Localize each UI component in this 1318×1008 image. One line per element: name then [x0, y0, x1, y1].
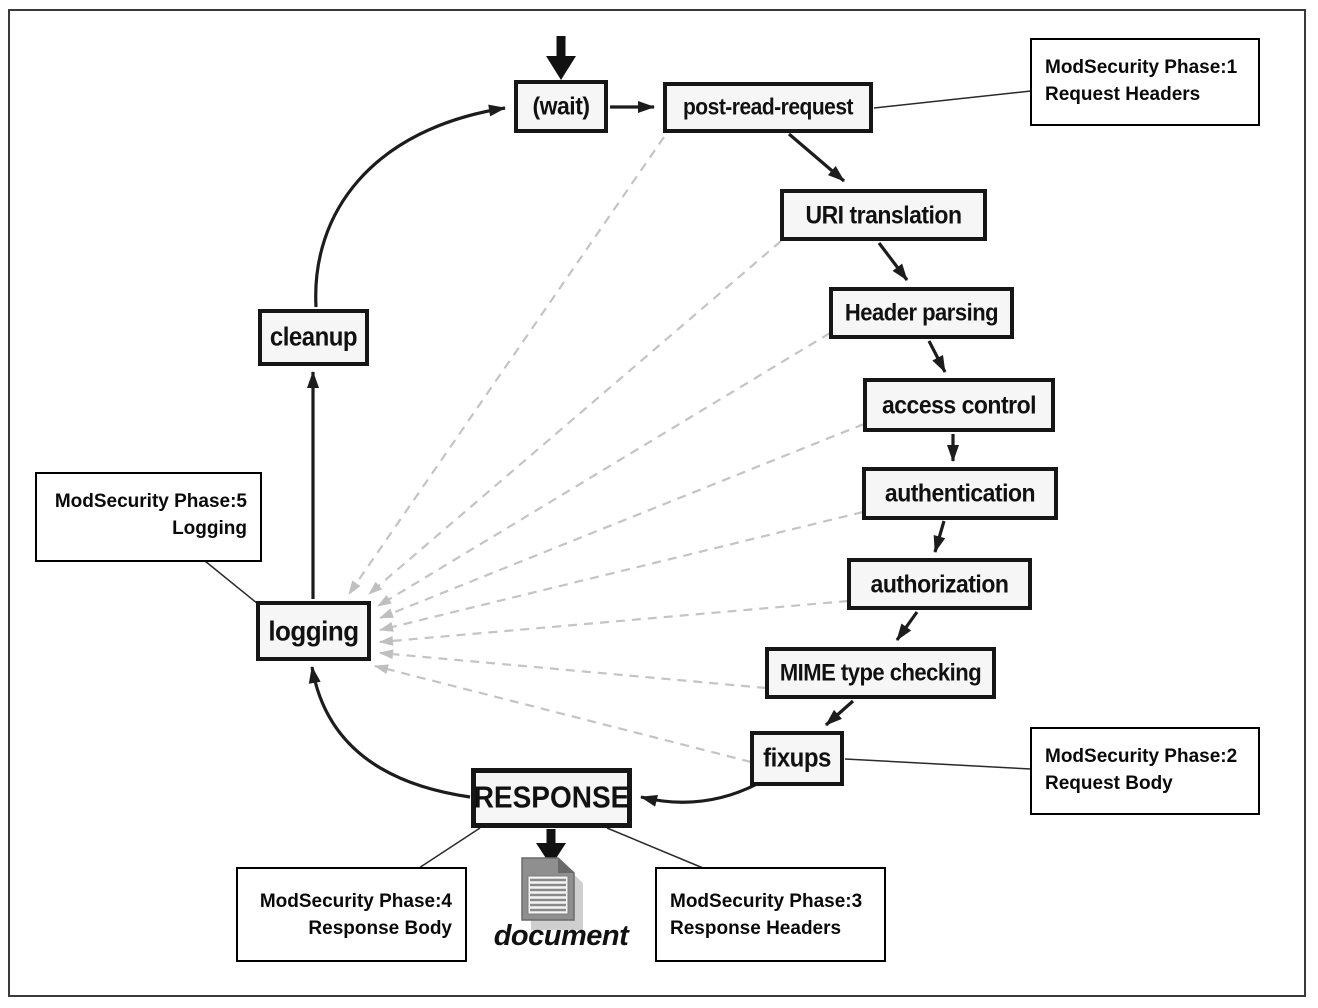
node-wait: (wait): [514, 80, 608, 133]
arrow-post-read-request-to-uri-translation: [787, 132, 846, 183]
note-phase3-line1: ModSecurity Phase:3: [670, 891, 863, 912]
arrow-header-parsing-to-access-control: [927, 340, 947, 373]
arrow-uri-translation-to-header-parsing: [877, 242, 909, 281]
connector-phase3: [606, 827, 704, 869]
node-logging: logging: [256, 601, 371, 661]
node-fixups-label: fixups: [763, 743, 831, 773]
node-access-control-label: access control: [881, 390, 1037, 419]
note-phase2-line2: Request Body: [1045, 772, 1173, 794]
dashed-uri-translation-to-logging: [368, 240, 782, 595]
note-phase3-line2: Response Headers: [670, 917, 842, 939]
diagram-border: [8, 9, 1306, 997]
node-logging-label: logging: [268, 614, 359, 647]
node-authorization: authorization: [847, 558, 1032, 610]
dashed-header-parsing-to-logging: [377, 332, 831, 607]
node-access-control: access control: [863, 378, 1055, 432]
dashed-access-control-to-logging: [379, 422, 865, 620]
dashed-authorization-to-logging: [379, 599, 849, 646]
node-authentication-label: authentication: [884, 478, 1036, 507]
node-cleanup: cleanup: [258, 309, 369, 366]
entry-arrow: [546, 36, 576, 80]
node-response-label: RESPONSE: [473, 780, 630, 815]
dashed-logging-links: [348, 136, 865, 764]
note-phase4-line2: Response Body: [308, 917, 452, 939]
node-uri-translation: URI translation: [780, 189, 987, 241]
note-modsecurity-phase3: ModSecurity Phase:3 Response Headers: [655, 867, 886, 962]
connector-phase2: [844, 758, 1032, 770]
connector-phase5: [204, 560, 259, 605]
arrow-authentication-to-authorization: [933, 520, 946, 553]
node-authorization-label: authorization: [870, 569, 1009, 598]
node-response: RESPONSE: [471, 768, 632, 828]
node-fixups: fixups: [750, 731, 844, 786]
annotation-connectors: [204, 90, 1032, 869]
arrow-response-to-logging: [308, 666, 471, 799]
node-header-parsing: Header parsing: [829, 287, 1014, 339]
note-phase5-line2: Logging: [172, 517, 247, 539]
node-cleanup-label: cleanup: [269, 322, 358, 352]
node-post-read-request: post-read-request: [663, 82, 873, 133]
dashed-authentication-to-logging: [379, 510, 864, 632]
node-mime-type-checking: MIME type checking: [765, 647, 996, 699]
dashed-post-read-request-to-logging: [348, 136, 665, 595]
node-post-read-request-label: post-read-request: [682, 94, 854, 120]
node-header-parsing-label: Header parsing: [844, 298, 999, 326]
note-modsecurity-phase4: ModSecurity Phase:4 Response Body: [236, 867, 467, 962]
arrow-fixups-to-response: [640, 782, 758, 807]
node-wait-label: (wait): [532, 91, 590, 120]
response-to-document-arrow: [536, 829, 566, 866]
node-authentication: authentication: [862, 467, 1058, 520]
note-phase1-line1: ModSecurity Phase:1: [1045, 57, 1238, 78]
connector-phase1: [873, 90, 1032, 109]
note-phase2-line1: ModSecurity Phase:2: [1045, 746, 1238, 767]
node-uri-translation-label: URI translation: [805, 200, 962, 229]
dashed-mime-type-checking-to-logging: [379, 649, 767, 690]
document-label: document: [493, 920, 629, 952]
note-modsecurity-phase2: ModSecurity Phase:2 Request Body: [1030, 727, 1260, 815]
arrow-cleanup-to-wait: [314, 104, 506, 308]
note-phase4-line1: ModSecurity Phase:4: [259, 891, 452, 912]
note-modsecurity-phase5: ModSecurity Phase:5 Logging: [35, 472, 262, 562]
arrow-authorization-to-mime-type-checking: [895, 611, 919, 641]
note-phase5-line1: ModSecurity Phase:5: [54, 491, 247, 512]
connector-phase4: [418, 827, 481, 869]
document-icon: [520, 856, 592, 934]
node-mime-type-checking-label: MIME type checking: [779, 658, 982, 686]
note-phase1-line2: Request Headers: [1045, 83, 1201, 105]
arrow-mime-type-checking-to-fixups: [824, 699, 855, 727]
flow-arrows: [307, 101, 959, 807]
note-modsecurity-phase1: ModSecurity Phase:1 Request Headers: [1030, 38, 1260, 126]
dashed-fixups-to-logging: [374, 664, 752, 764]
